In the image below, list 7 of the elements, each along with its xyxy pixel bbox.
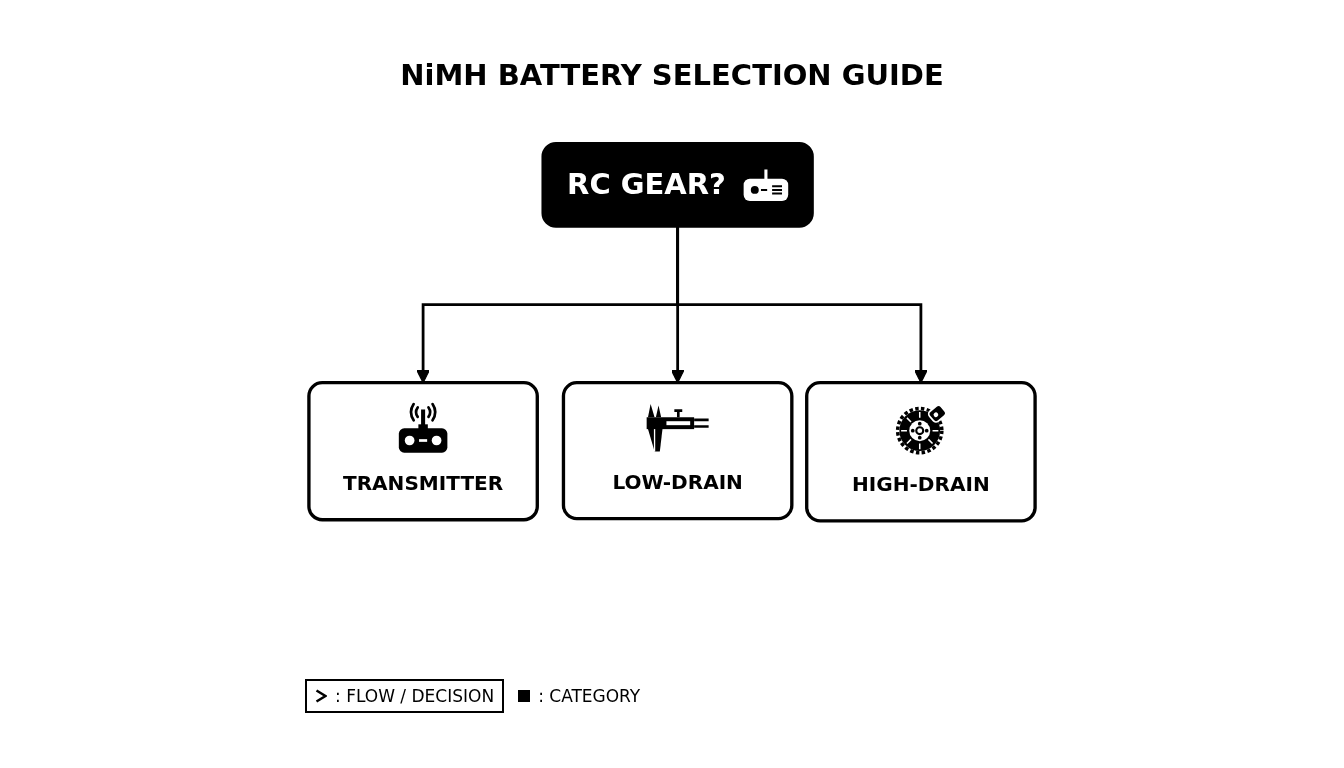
category-label: HIGH-DRAIN (852, 470, 990, 498)
decision-label: RC GEAR? (567, 166, 726, 204)
category-label: TRANSMITTER (343, 469, 504, 497)
legend-label: : FLOW / DECISION (335, 686, 495, 706)
legend-label: : CATEGORY (538, 686, 641, 706)
diagram-title: NiMH BATTERY SELECTION GUIDE (400, 58, 944, 92)
category-label: LOW-DRAIN (612, 468, 743, 495)
